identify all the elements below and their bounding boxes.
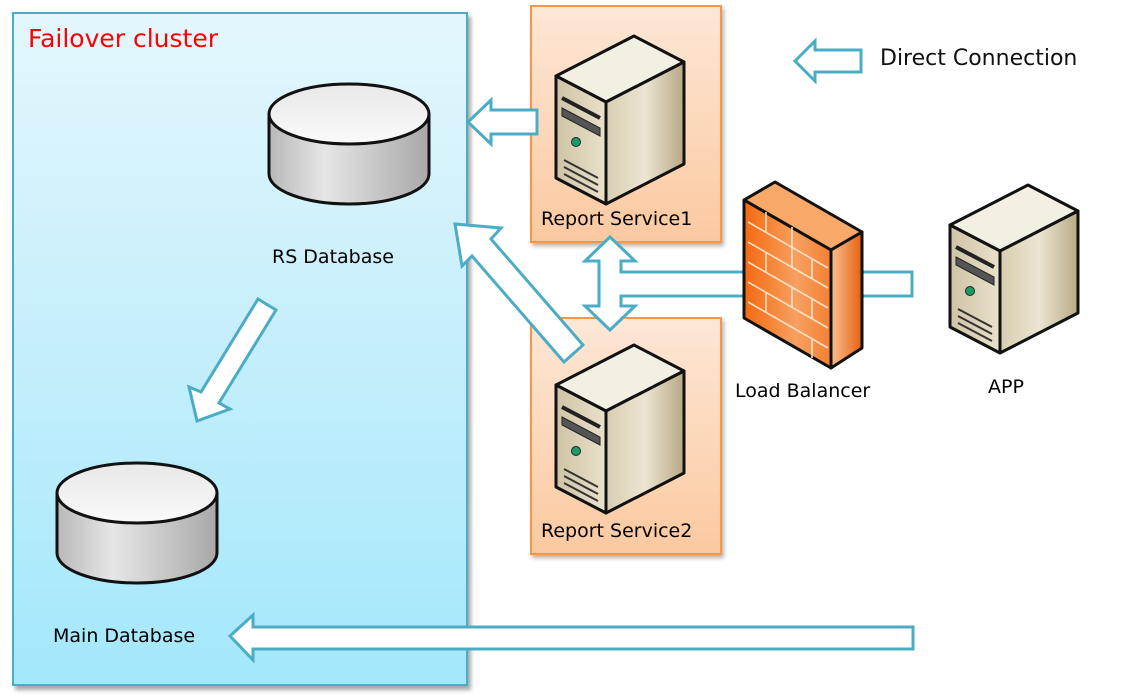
app-label: APP [988, 376, 1024, 398]
load-balancer-firewall-icon [742, 180, 864, 370]
legend-arrow-icon [792, 37, 863, 85]
arrow-rs1-rs2-bidirectional [581, 234, 752, 333]
report-service2-label: Report Service2 [541, 520, 693, 542]
rs-database-icon [267, 82, 431, 206]
main-database-icon [55, 461, 219, 585]
arrow-rs2-to-rsdb [453, 222, 586, 365]
report-service2-server-icon [554, 343, 686, 515]
main-database-label: Main Database [53, 625, 196, 647]
report-service1-label: Report Service1 [541, 208, 693, 230]
app-server-icon [948, 183, 1080, 355]
arrow-rsdb-to-maindb [186, 296, 279, 423]
cluster-title: Failover cluster [28, 24, 219, 53]
rs-database-label: RS Database [272, 246, 394, 268]
legend-direct-connection-label: Direct Connection [880, 46, 1078, 71]
arrow-rs1-to-rsdb [465, 96, 539, 148]
arrow-app-to-maindb [227, 611, 915, 664]
report-service1-server-icon [554, 34, 686, 206]
load-balancer-label: Load Balancer [735, 380, 871, 402]
